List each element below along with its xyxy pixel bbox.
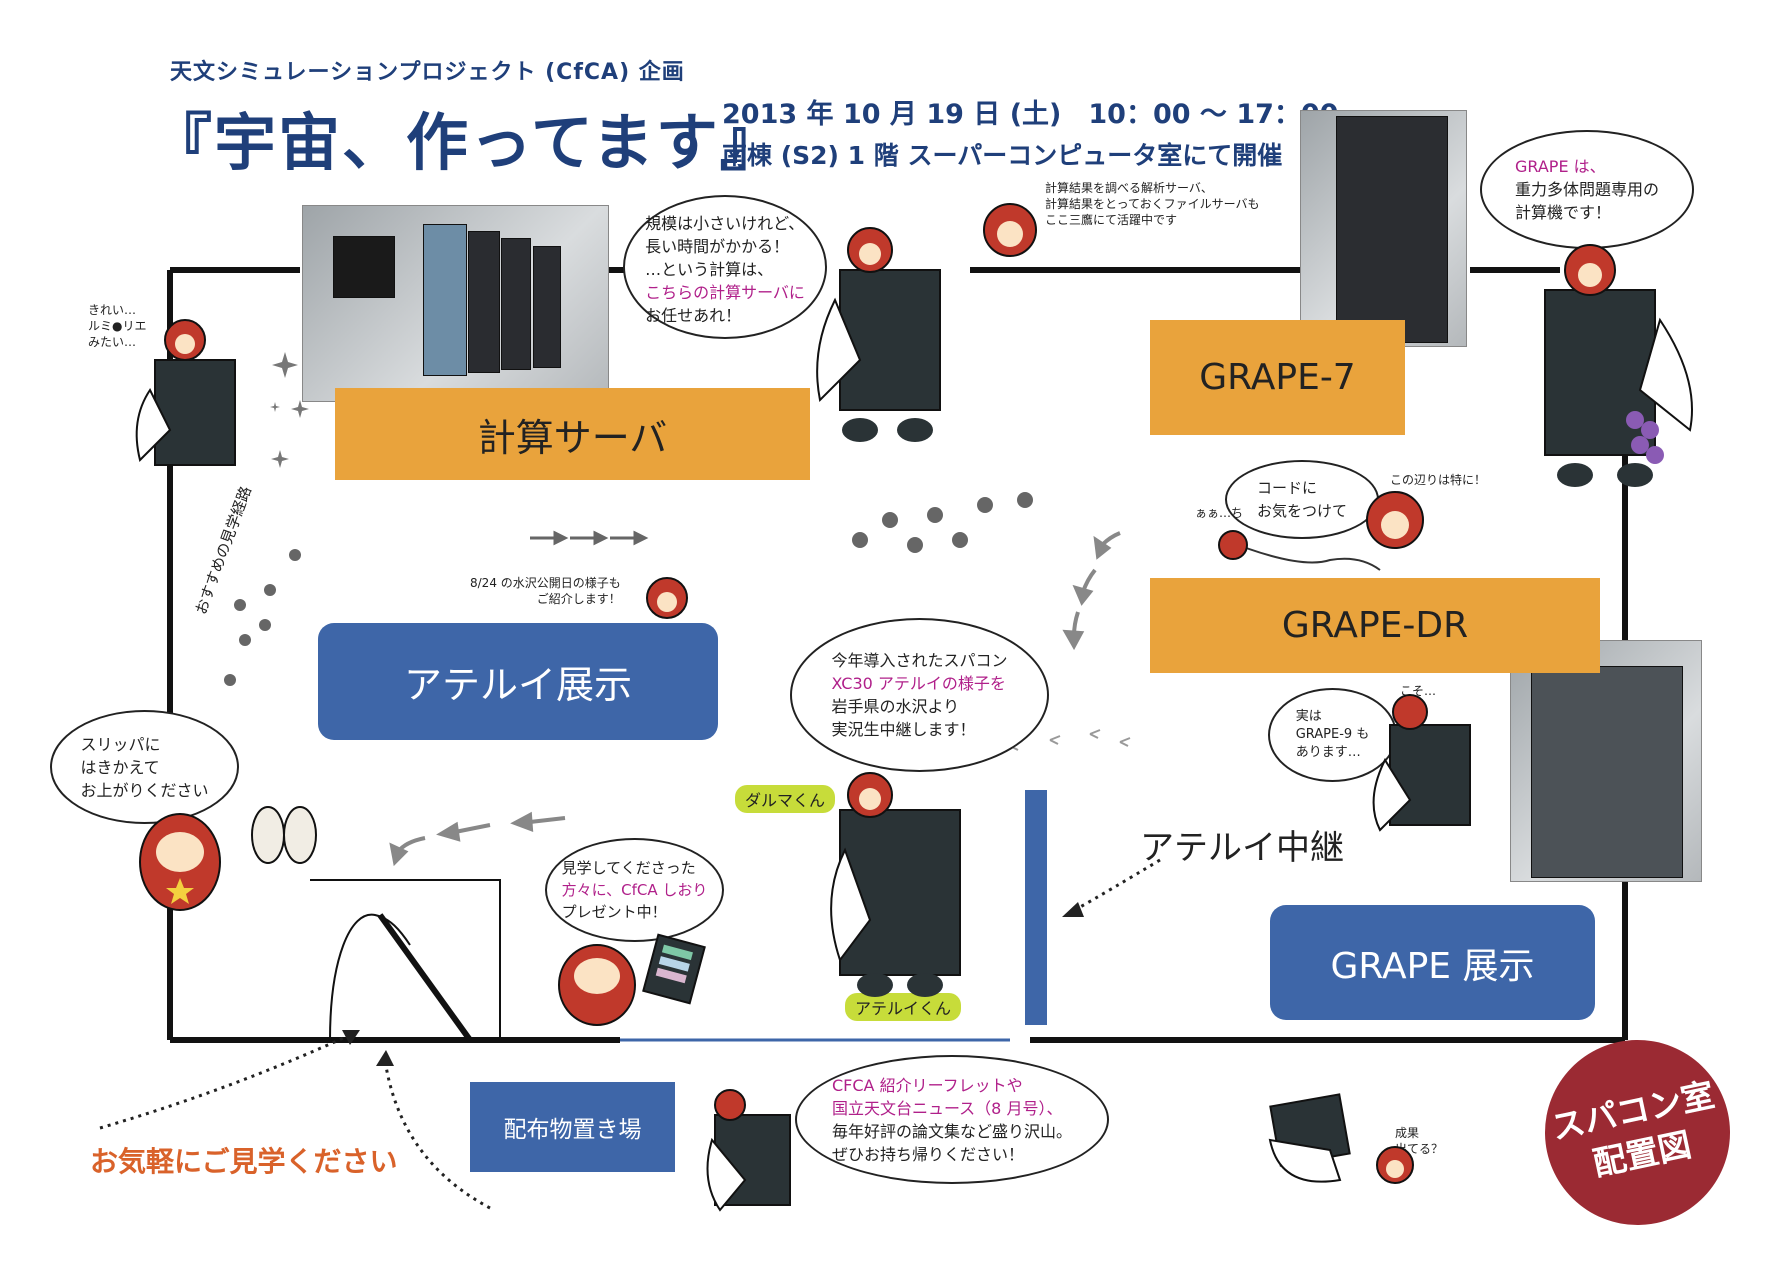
aterui-kun-label: アテルイくん bbox=[845, 993, 962, 1021]
aterui-speech-bubble: 今年導入されたスパコン XC30 アテルイの様子を 岩手県の水沢より 実況生中継… bbox=[790, 618, 1049, 772]
robot-character-grape bbox=[1544, 244, 1693, 487]
daruma-kun-label: ダルマくん bbox=[735, 785, 836, 813]
compute-server-photo bbox=[302, 205, 609, 402]
robot-character-left bbox=[135, 319, 236, 466]
grape7-photo bbox=[1300, 110, 1467, 347]
robot-character-aterui bbox=[830, 772, 961, 997]
robot-character-result bbox=[1268, 1093, 1414, 1184]
slippers-icon bbox=[251, 806, 317, 864]
page-title: 『宇宙、作ってます』 bbox=[150, 106, 784, 179]
bookmark-speech-bubble: 見学してくださった 方々に、CfCA しおり プレゼント中！ bbox=[545, 838, 724, 942]
grape9-speech-bubble: 実は GRAPE-9 も あります… bbox=[1268, 688, 1397, 782]
daruma-bookmark bbox=[558, 933, 706, 1026]
daruma-aug bbox=[646, 577, 688, 619]
zone-aterui-exhibit: アテルイ展示 bbox=[318, 623, 718, 740]
aug-note: 8/24 の水沢公開日の様子も ご紹介します！ bbox=[470, 576, 621, 606]
grape-speech-bubble: GRAPE は、 重力多体問題専用の 計算機です！ bbox=[1480, 130, 1694, 249]
welcome-message: お気軽にご見学ください bbox=[90, 1145, 398, 1178]
zone-compute-server: 計算サーバ bbox=[335, 388, 810, 480]
robot-character-handout bbox=[706, 1089, 791, 1212]
zone-grape-exhibit: GRAPE 展示 bbox=[1270, 905, 1595, 1020]
grape-dr-photo bbox=[1510, 640, 1702, 882]
event-date: 2013 年 10 月 19 日 (土) 10：00 ～ 17：00 bbox=[722, 99, 1339, 130]
daruma-code bbox=[1218, 491, 1424, 560]
robot-character-grape9 bbox=[1372, 694, 1471, 832]
compute-speech-bubble: 規模は小さいけれど、 長い時間がかかる！ …という計算は、 こちらの計算サーバに… bbox=[623, 195, 827, 339]
daruma-slipper bbox=[139, 813, 221, 911]
zone-grape7: GRAPE-7 bbox=[1150, 320, 1405, 435]
server-note: 計算結果を調べる解析サーバ、 計算結果をとっておくファイルサーバも ここ三鷹にて… bbox=[1045, 181, 1260, 227]
code-side-note: この辺りは特に！ bbox=[1390, 473, 1487, 487]
pretty-comment: きれい… ルミ●リエ みたい… bbox=[88, 303, 147, 349]
project-subtitle: 天文シミュレーションプロジェクト (CfCA) 企画 bbox=[170, 60, 685, 85]
robot-character-compute bbox=[816, 227, 941, 442]
aterui-relay-label: アテルイ中継 bbox=[1140, 828, 1344, 868]
handout-speech-bubble: CFCA 紹介リーフレットや 国立天文台ニュース（8 月号）、 毎年好評の論文集… bbox=[795, 1055, 1109, 1184]
ouch-note: ぁぁ…ち bbox=[1195, 506, 1244, 520]
slipper-speech-bubble: スリッパに はきかえて お上がりください bbox=[50, 710, 239, 824]
zone-grape-dr: GRAPE-DR bbox=[1150, 578, 1600, 673]
handout-area: 配布物置き場 bbox=[470, 1082, 675, 1172]
event-venue: 南棟 (S2) 1 階 スーパーコンピュータ室にて開催 bbox=[722, 141, 1283, 170]
daruma-head-note bbox=[983, 203, 1037, 257]
